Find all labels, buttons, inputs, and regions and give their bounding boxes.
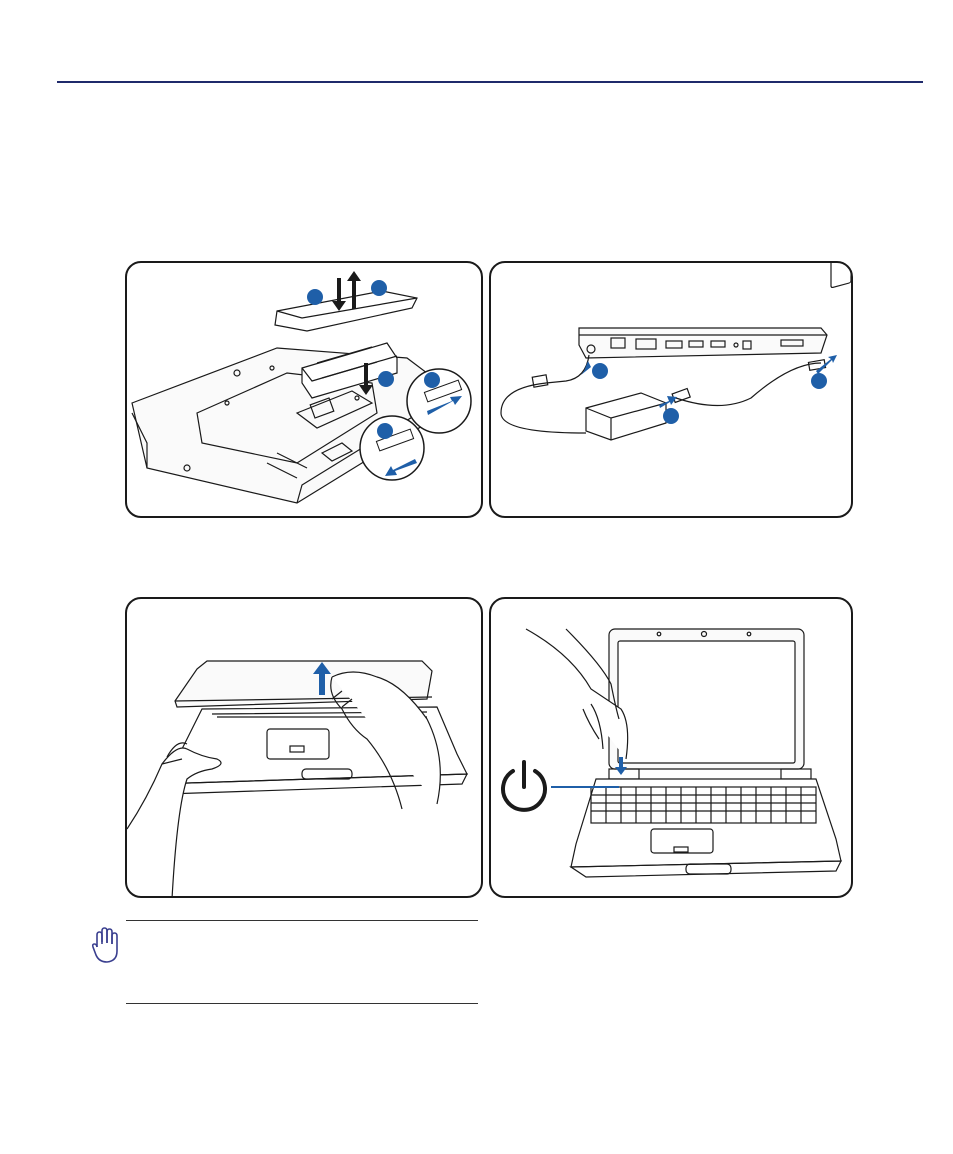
power-connect-illustration <box>489 261 853 518</box>
battery-install-illustration <box>125 261 483 518</box>
step-marker-4 <box>424 372 440 388</box>
note-bottom-rule <box>126 1003 478 1004</box>
open-lid-illustration <box>125 597 483 898</box>
step-marker-5 <box>377 423 393 439</box>
power-on-drawing <box>491 599 853 898</box>
caution-hand-icon <box>88 925 124 965</box>
battery-install-drawing <box>127 263 483 518</box>
power-icon <box>503 762 545 810</box>
step-marker-2 <box>371 280 387 296</box>
page-header-rule <box>57 81 923 83</box>
step-marker-3 <box>378 371 394 387</box>
power-on-illustration <box>489 597 853 898</box>
power-connect-drawing <box>491 263 853 518</box>
step-marker-1 <box>307 289 323 305</box>
note-top-rule <box>126 920 478 921</box>
step-marker-2 <box>663 408 679 424</box>
step-marker-1 <box>592 363 608 379</box>
open-lid-drawing <box>127 599 483 898</box>
step-marker-3 <box>811 373 827 389</box>
